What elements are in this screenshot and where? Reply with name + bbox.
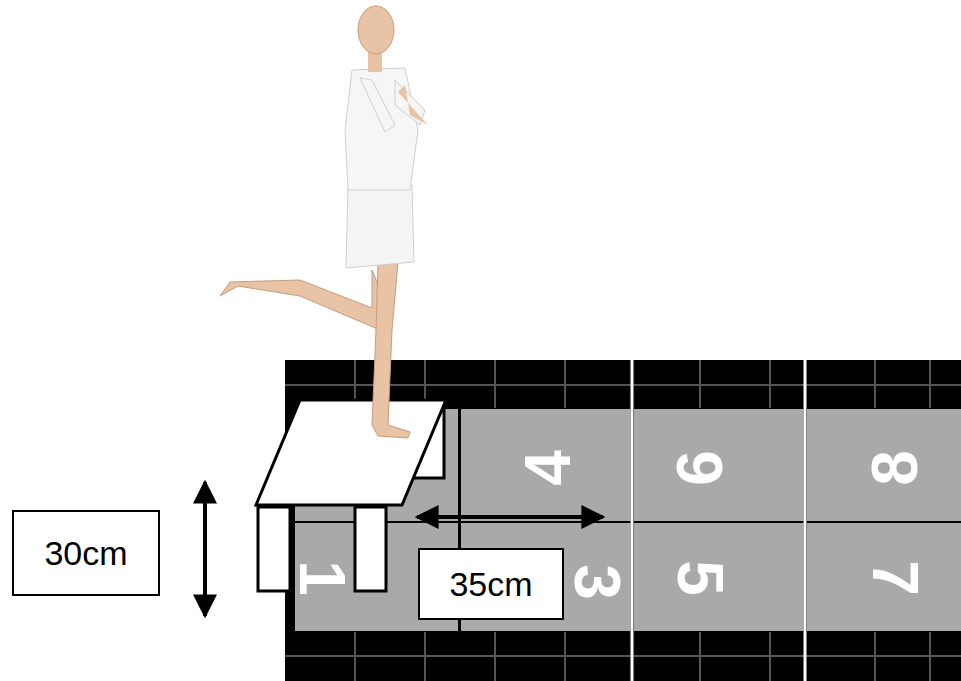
dimension-text: 30cm — [44, 534, 127, 573]
height-dimension — [203, 482, 207, 616]
dimension-label: 30cm — [12, 510, 160, 596]
cell-number: 4 — [516, 450, 580, 486]
person-figure — [220, 6, 428, 438]
dimension-label: 35cm — [418, 548, 564, 620]
thick-grid — [632, 360, 805, 681]
cell-number: 5 — [668, 560, 732, 596]
floor-cell: 5 — [634, 523, 804, 631]
dimension-text: 35cm — [449, 565, 532, 604]
cell-number: 8 — [863, 450, 927, 486]
cell-number: 6 — [668, 450, 732, 486]
cell-number: 1 — [290, 560, 354, 596]
cell-number: 7 — [863, 560, 927, 596]
floor-cell: 4 — [461, 409, 631, 521]
floor-cell: 6 — [634, 409, 804, 521]
floor-cell: 8 — [807, 409, 961, 521]
cell-number: 3 — [565, 564, 629, 600]
floor-cell: 7 — [807, 523, 961, 631]
distance-dimension — [417, 515, 603, 519]
